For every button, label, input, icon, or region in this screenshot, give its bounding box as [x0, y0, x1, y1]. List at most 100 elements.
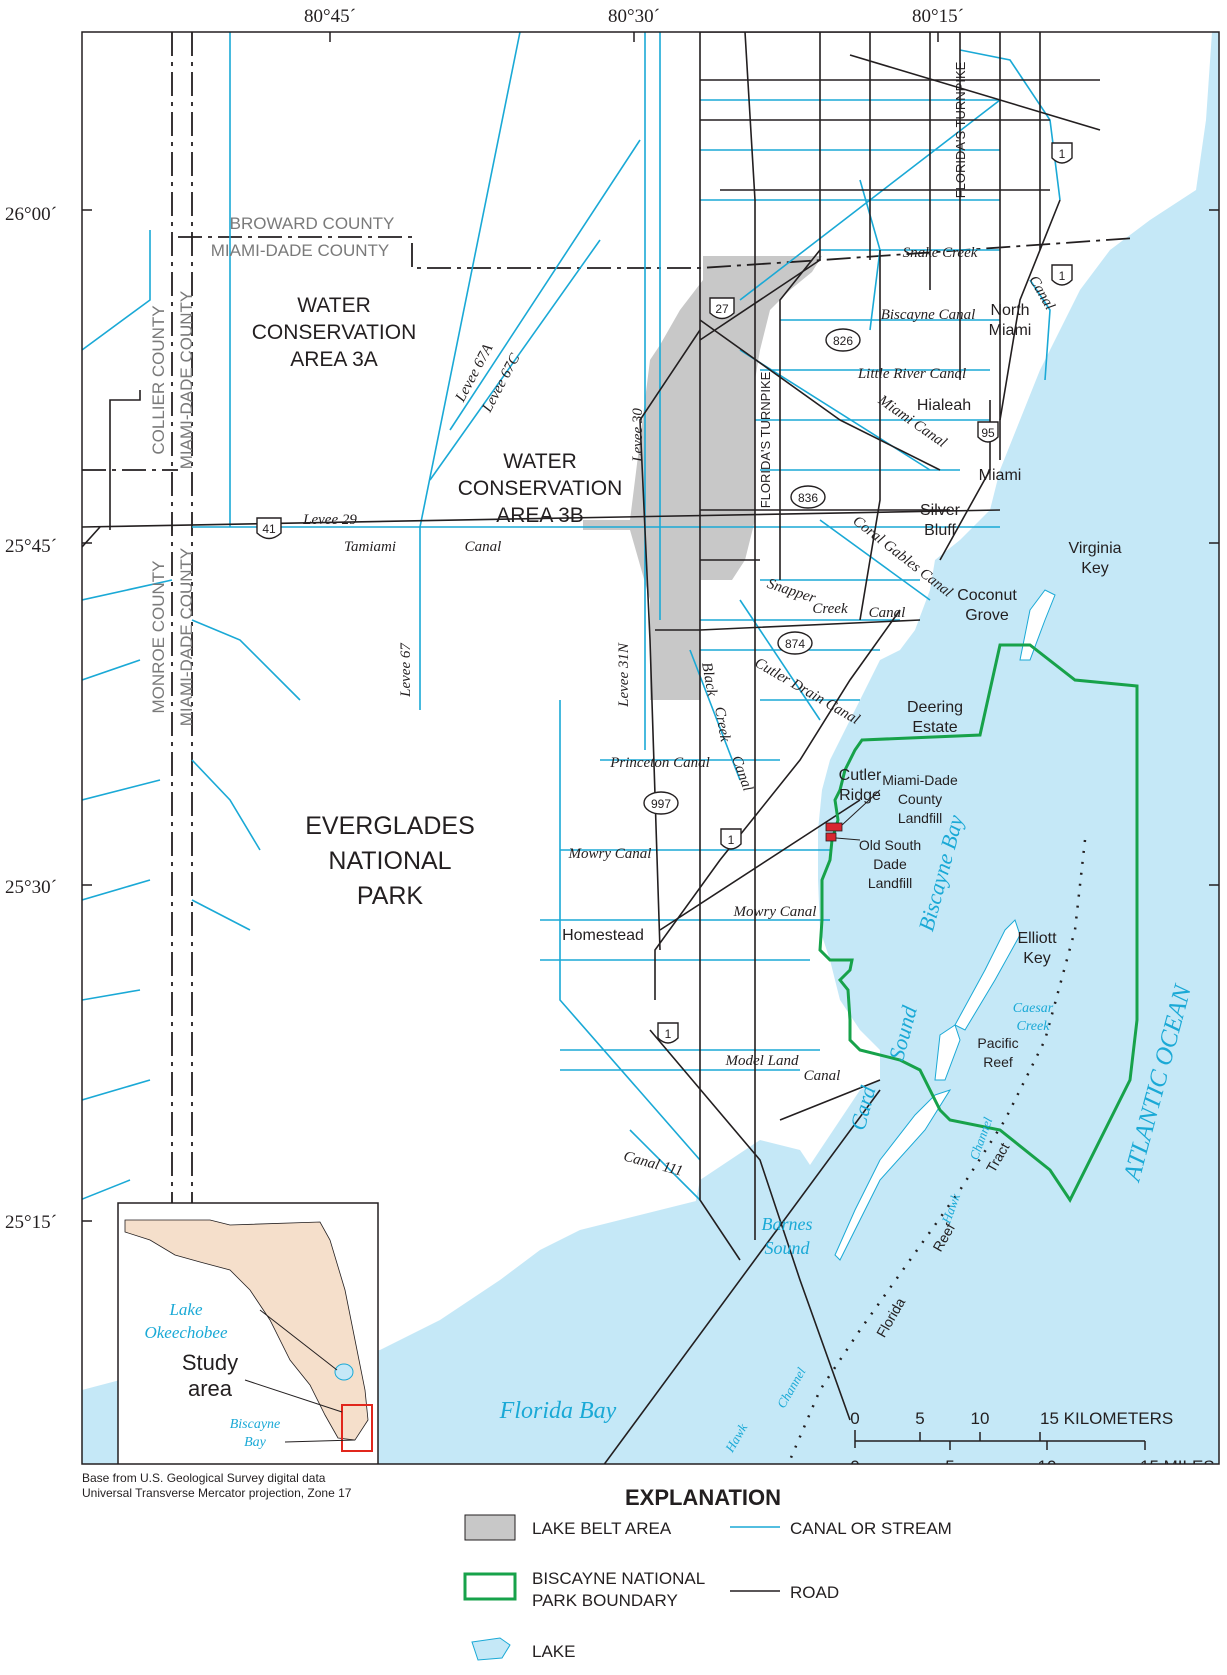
shield-us1-a: 1 [1051, 142, 1073, 164]
svg-text:836: 836 [798, 491, 818, 505]
legend-lake-belt-swatch [464, 1514, 516, 1541]
inset-leader-study [244, 1379, 343, 1413]
inset-map: Lake Okeechobee Study area Biscayne Bay [117, 1202, 379, 1464]
lat-label-1: 26°00´ [5, 204, 57, 225]
label-wca3a-2: CONSERVATION [252, 321, 417, 344]
svg-text:826: 826 [833, 334, 853, 348]
label-elliott-1: Elliott [1017, 930, 1057, 947]
svg-text:41: 41 [262, 522, 276, 536]
svg-text:1: 1 [665, 1027, 672, 1041]
shield-us1-d: 1 [657, 1022, 679, 1044]
label-broward: BROWARD COUNTY [230, 214, 395, 233]
shield-27: 27 [709, 297, 735, 320]
inset-label-study-2: area [188, 1376, 233, 1401]
label-snake-creek: Snake Creek [903, 245, 978, 261]
label-turnpike1: FLORIDA'S TURNPIKE [953, 61, 968, 198]
shield-874: 874 [777, 631, 813, 655]
label-landfill1-1: Miami-Dade [882, 772, 958, 788]
lat-label-2: 25°45´ [5, 536, 57, 557]
shield-us1-c: 1 [720, 828, 742, 850]
landfill-leader-2 [835, 837, 861, 841]
shield-836: 836 [790, 485, 826, 509]
label-biscayne-canal: Biscayne Canal [881, 307, 976, 323]
inset-study-area-box [341, 1404, 373, 1452]
svg-text:1: 1 [728, 833, 735, 847]
label-landfill1-3: Landfill [898, 810, 942, 826]
label-canal-snapper: Canal [869, 605, 906, 621]
ocean-water [610, 32, 1219, 1464]
scale-line [854, 1430, 1146, 1450]
legend-road-label: ROAD [790, 1583, 839, 1602]
legend-park-swatch [463, 1572, 517, 1601]
label-deering-2: Estate [912, 719, 957, 736]
scale-mi-0: 0 [850, 1457, 859, 1476]
scale-km-5: 5 [915, 1409, 924, 1428]
route-shields: 1 1 1 1 27 826 95 836 874 997 41 [256, 142, 1073, 1044]
scale-bar: 0 5 10 15 KILOMETERS 0 5 10 15 MILES [850, 1409, 1215, 1476]
source-line-2: Universal Transverse Mercator projection… [82, 1486, 352, 1500]
label-everglades-1: EVERGLADES [305, 812, 475, 840]
shield-826: 826 [825, 328, 861, 352]
label-deering-1: Deering [907, 699, 963, 716]
label-mowry2: Mowry Canal [733, 904, 817, 920]
label-creek2: Creek [711, 706, 733, 744]
lat-label-4: 25°15´ [5, 1212, 57, 1233]
legend-lake-belt-label: LAKE BELT AREA [532, 1519, 672, 1538]
lat-label-3: 25°30´ [5, 877, 57, 898]
label-pacific-1: Pacific [977, 1035, 1018, 1051]
label-tamiami1: Tamiami [344, 539, 396, 555]
label-virginia-key-2: Key [1081, 560, 1109, 577]
legend: EXPLANATION LAKE BELT AREA CANAL OR STRE… [463, 1485, 952, 1661]
label-wca3b-1: WATER [503, 450, 577, 473]
inset-label-lake-2: Okeechobee [144, 1323, 228, 1342]
landfill-old-south-dade [825, 832, 837, 842]
label-elliott-2: Key [1023, 950, 1051, 967]
inset-leader-bay [284, 1439, 356, 1443]
label-silver-bluff-2: Bluff [924, 522, 956, 539]
label-model-land: Model Land [725, 1053, 799, 1069]
label-florida-bay: Florida Bay [499, 1398, 617, 1424]
inset-leader-lake [259, 1309, 338, 1371]
label-barnes-1: Barnes [762, 1214, 813, 1234]
inset-label-lake-1: Lake [168, 1300, 203, 1319]
elliott-key-island [954, 919, 1021, 1031]
label-miami: Miami [979, 467, 1022, 484]
label-miami-dade-left1: MIAMI-DADE COUNTY [177, 291, 196, 470]
legend-lake-swatch [471, 1637, 511, 1661]
coord-ticks [82, 32, 1219, 1222]
svg-text:997: 997 [651, 797, 671, 811]
label-silver-bluff-1: Silver [920, 502, 961, 519]
inset-label-bay-1: Biscayne [230, 1417, 281, 1432]
label-landfill2-1: Old South [859, 837, 921, 853]
label-turnpike2: FLORIDA'S TURNPIKE [758, 371, 773, 508]
keys-chain-2 [934, 1024, 961, 1081]
legend-canal-label: CANAL OR STREAM [790, 1519, 952, 1538]
inset-lake-okeechobee [334, 1363, 354, 1381]
label-wca3b-3: AREA 3B [496, 504, 584, 527]
label-coconut-grove-2: Grove [965, 607, 1009, 624]
svg-text:1: 1 [1059, 269, 1066, 283]
shield-997: 997 [643, 791, 679, 815]
shield-us1-b: 1 [1051, 264, 1073, 286]
source-line-1: Base from U.S. Geological Survey digital… [82, 1471, 326, 1485]
svg-text:95: 95 [981, 426, 995, 440]
legend-park-label-2: PARK BOUNDARY [532, 1591, 678, 1610]
scale-km-10: 10 [971, 1409, 990, 1428]
label-collier: COLLIER COUNTY [149, 305, 168, 454]
inset-label-study-1: Study [182, 1350, 238, 1375]
label-virginia-key-1: Virginia [1068, 540, 1121, 557]
label-caesar-2: Creek [1017, 1019, 1051, 1034]
label-miami-dade-left2: MIAMI-DADE COUNTY [177, 548, 196, 727]
label-caesar-1: Caesar [1013, 1001, 1054, 1016]
label-barnes-2: Sound [765, 1238, 811, 1258]
scale-mi-10: 10 [1038, 1457, 1057, 1476]
scale-mi-15: 15 MILES [1140, 1457, 1215, 1476]
label-levee30: Levee 30 [630, 408, 646, 463]
label-north-miami-1: North [990, 302, 1029, 319]
label-cutler-2: Ridge [839, 787, 881, 804]
svg-text:27: 27 [715, 302, 729, 316]
label-wca3a-1: WATER [297, 294, 371, 317]
label-mowry1: Mowry Canal [568, 846, 652, 862]
label-homestead: Homestead [562, 927, 644, 944]
